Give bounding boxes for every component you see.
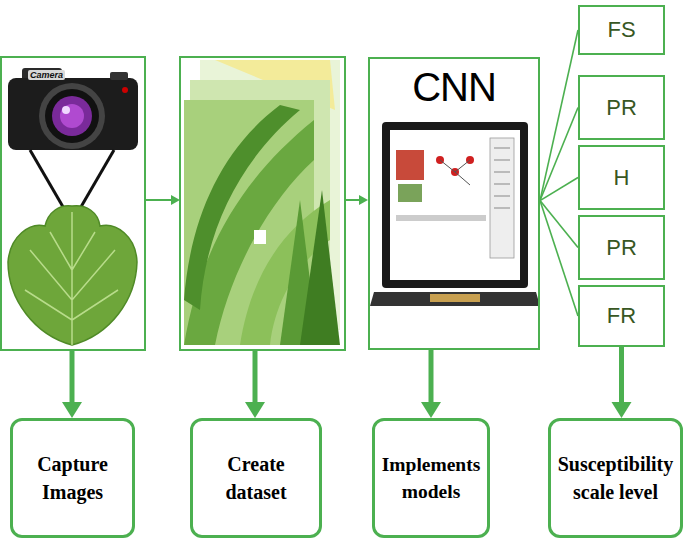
class-box: FR: [578, 285, 665, 347]
node-label: Susceptibility scale level: [557, 450, 674, 506]
node-label: Implements models: [381, 451, 481, 506]
class-box: PR: [578, 215, 665, 280]
connector-line: [540, 108, 578, 201]
cnn-panel: CNN: [368, 57, 540, 350]
dataset-images: [184, 60, 340, 345]
dataset-panel: [180, 57, 345, 350]
connector-line: [540, 201, 578, 316]
panel-arrows: [62, 195, 368, 418]
node-label: CNN: [412, 65, 496, 110]
fan-line: [540, 30, 578, 201]
step-box: Implements models: [372, 418, 490, 538]
node-label: FS: [607, 17, 635, 43]
connector-line: [619, 347, 624, 403]
connector-line: [429, 350, 434, 403]
node-label: H: [614, 165, 630, 191]
class-box: PR: [578, 75, 665, 140]
flow-arrow: [612, 347, 632, 418]
camera-brand: Camera: [28, 70, 65, 80]
fan-line: [540, 108, 578, 201]
leaf-picture: [8, 206, 137, 345]
node-label: FR: [607, 303, 636, 329]
flow-arrow: [421, 350, 441, 418]
node-label: PR: [606, 235, 637, 261]
fan-line: [540, 178, 578, 201]
view-lines: [30, 150, 114, 212]
connector-line: [540, 201, 578, 248]
camera-icon: [8, 68, 138, 150]
step-box: Capture Images: [10, 418, 135, 538]
step-box: Create dataset: [190, 418, 322, 538]
step-box: Susceptibility scale level: [548, 418, 683, 538]
arrow-head: [421, 402, 441, 418]
arrow-head: [612, 402, 632, 418]
fan-line: [540, 201, 578, 316]
node-label: Create dataset: [199, 450, 313, 506]
connector-line: [540, 178, 578, 201]
class-box: FS: [578, 5, 665, 55]
class-box: H: [578, 145, 665, 210]
capture-panel: [1, 57, 145, 350]
connector-line: [540, 30, 578, 201]
laptop-icon: [370, 122, 540, 306]
node-label: PR: [606, 95, 637, 121]
node-label: Capture Images: [19, 450, 126, 506]
fan-line: [540, 201, 578, 248]
